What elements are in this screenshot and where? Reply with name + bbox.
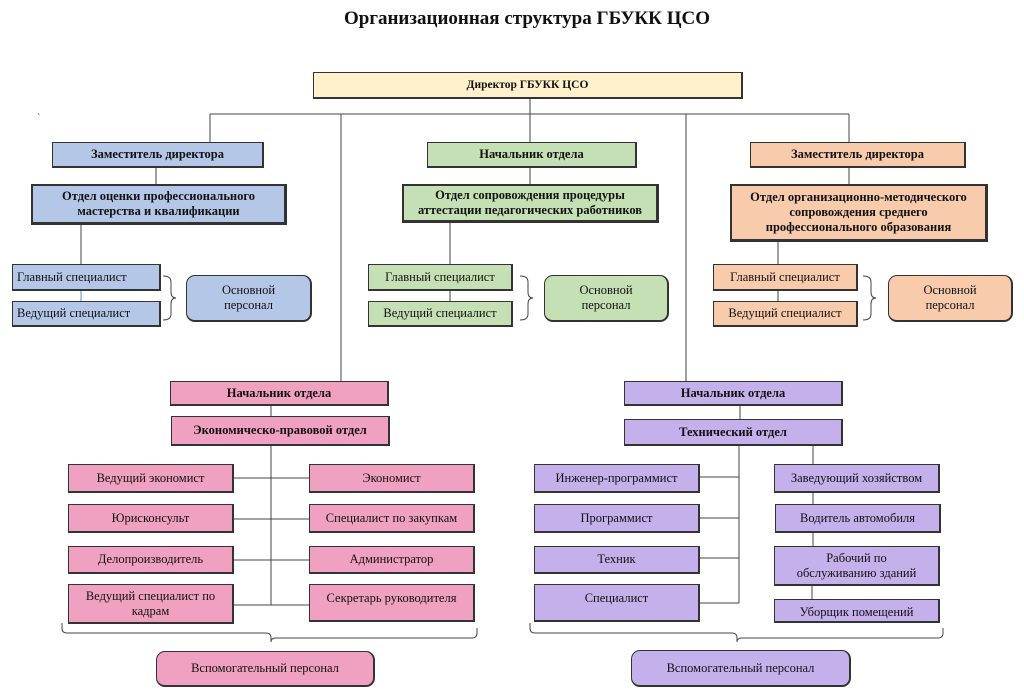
blue-head-box: Заместитель директора bbox=[52, 142, 264, 168]
green-staff-lead-specialist: Ведущий специалист bbox=[368, 301, 513, 327]
purple-left-staff: Специалист bbox=[534, 584, 700, 622]
pink-right-staff: Специалист по закупкам bbox=[309, 504, 475, 533]
purple-right-staff: Уборщик помещений bbox=[774, 599, 940, 623]
blue-core-staff-label: Основной персонал bbox=[186, 275, 312, 322]
purple-department-box: Технический отдел bbox=[624, 419, 843, 446]
pink-left-staff: Ведущий специалист по кадрам bbox=[68, 584, 234, 624]
purple-left-staff: Техник bbox=[534, 546, 700, 574]
orange-staff-lead-specialist: Ведущий специалист bbox=[713, 301, 858, 327]
purple-left-staff: Программист bbox=[534, 504, 700, 533]
orange-staff-chief-specialist: Главный специалист bbox=[713, 264, 858, 291]
purple-right-staff: Заведующий хозяйством bbox=[774, 464, 940, 493]
pink-head-box: Начальник отдела bbox=[170, 381, 389, 406]
chart-title: Организационная структура ГБУКК ЦСО bbox=[344, 8, 710, 29]
green-department-box: Отдел сопровождения процедуры аттестации… bbox=[402, 184, 659, 223]
blue-staff-chief-specialist: Главный специалист bbox=[12, 264, 161, 291]
pink-left-staff: Юрисконсульт bbox=[68, 504, 234, 533]
brace bbox=[61, 623, 478, 643]
purple-support-staff-label: Вспомогательный персонал bbox=[631, 650, 851, 687]
pink-department-box: Экономическо-правовой отдел bbox=[171, 416, 390, 446]
pink-support-staff-label: Вспомогательный персонал bbox=[156, 651, 375, 687]
director-box: Директор ГБУКК ЦСО bbox=[313, 72, 743, 99]
green-staff-chief-specialist: Главный специалист bbox=[368, 264, 513, 291]
pink-right-staff: Экономист bbox=[309, 464, 475, 493]
brace bbox=[529, 623, 944, 643]
orange-core-staff-label: Основной персонал bbox=[888, 275, 1013, 322]
brace bbox=[519, 275, 534, 321]
pink-left-staff: Ведущий экономист bbox=[68, 464, 234, 493]
orange-head-box: Заместитель директора bbox=[750, 142, 966, 168]
pink-left-staff: Делопроизводитель bbox=[68, 546, 234, 574]
brace bbox=[162, 275, 177, 321]
green-head-box: Начальник отдела bbox=[427, 142, 637, 168]
purple-left-staff: Инженер-программист bbox=[534, 464, 700, 493]
orange-department-box: Отдел организационно-методического сопро… bbox=[730, 184, 988, 242]
purple-right-staff: Рабочий по обслуживанию зданий bbox=[774, 546, 940, 586]
pink-right-staff: Секретарь руководителя bbox=[309, 584, 475, 622]
green-core-staff-label: Основной персонал bbox=[544, 275, 669, 322]
purple-head-box: Начальник отдела bbox=[624, 381, 843, 406]
purple-right-staff: Водитель автомобиля bbox=[775, 504, 941, 533]
pink-right-staff: Администратор bbox=[309, 546, 475, 574]
blue-department-box: Отдел оценки профессионального мастерств… bbox=[31, 184, 287, 225]
brace bbox=[862, 275, 877, 321]
stray-mark: ` bbox=[37, 113, 41, 124]
blue-staff-lead-specialist: Ведущий специалист bbox=[12, 301, 161, 327]
